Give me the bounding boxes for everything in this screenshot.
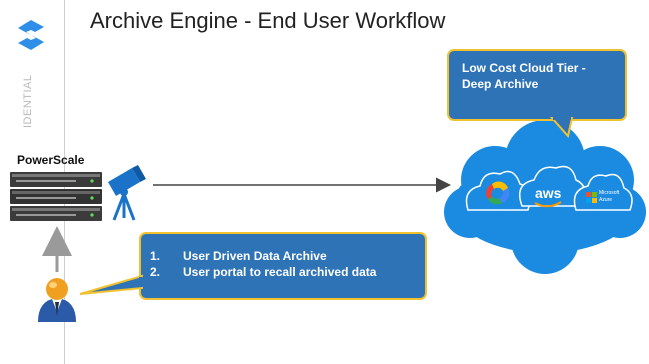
list-number: 2. xyxy=(150,265,161,279)
user-avatar-icon xyxy=(38,278,76,322)
cloud-tier-line1: Low Cost Cloud Tier - xyxy=(462,61,586,75)
list-text: User Driven Data Archive xyxy=(183,249,327,263)
google-cloud-logo-icon xyxy=(486,181,510,205)
azure-label-line1: Microsoft xyxy=(599,190,620,196)
workflow-callout xyxy=(79,232,427,300)
list-text: User portal to recall archived data xyxy=(183,265,377,279)
workflow-list: 1. User Driven Data Archive 2. User port… xyxy=(150,248,420,280)
cloud-tier-callout xyxy=(447,49,627,139)
aws-logo-text: aws xyxy=(535,185,562,201)
powerscale-server-icon xyxy=(10,172,102,221)
telescope-icon xyxy=(108,165,146,221)
azure-label-line2: Azure xyxy=(599,197,612,203)
powerscale-label: PowerScale xyxy=(17,153,85,167)
page-title: Archive Engine - End User Workflow xyxy=(90,8,446,33)
workflow-list-item: 1. User Driven Data Archive xyxy=(150,248,420,264)
aws-smile-icon xyxy=(534,201,562,208)
cloud-tier-text: Low Cost Cloud Tier - Deep Archive xyxy=(462,60,612,92)
cloud-tier-line2: Deep Archive xyxy=(462,77,539,91)
list-number: 1. xyxy=(150,249,161,263)
microsoft-azure-logo-icon xyxy=(586,192,597,203)
company-logo-icon xyxy=(18,20,44,50)
workflow-list-item: 2. User portal to recall archived data xyxy=(150,264,420,280)
